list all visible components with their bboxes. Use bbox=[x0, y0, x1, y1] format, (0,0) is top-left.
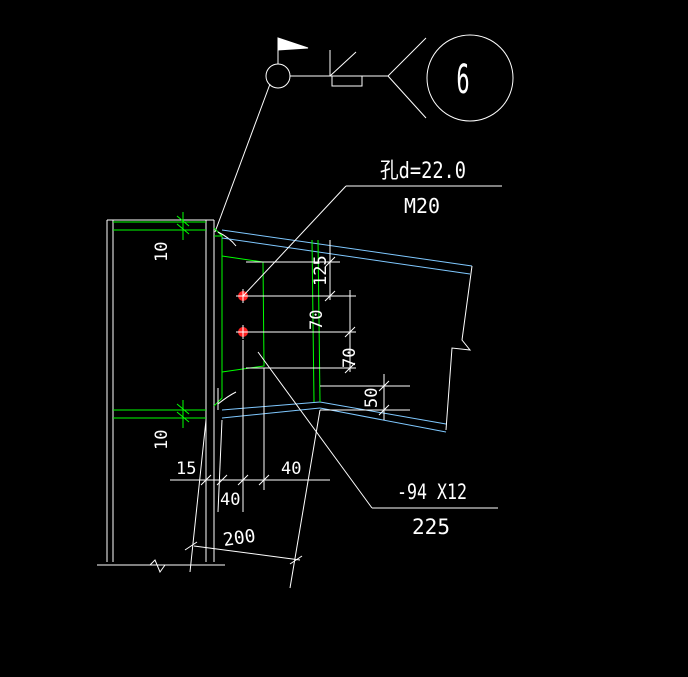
beam-break-line bbox=[445, 265, 473, 431]
beam-bottom-flange-outer bbox=[221, 407, 321, 419]
detail-number: 6 bbox=[456, 56, 469, 103]
field-weld-flag-icon bbox=[277, 37, 309, 51]
plate-length-label: 225 bbox=[412, 515, 450, 539]
beam-top-flange-outer bbox=[221, 229, 473, 267]
plate-callout bbox=[257, 351, 498, 509]
shear-plate bbox=[213, 227, 265, 407]
bolt-leader-line bbox=[242, 185, 347, 297]
backing-bar-symbol bbox=[331, 75, 363, 87]
plate-leader-line bbox=[257, 351, 373, 509]
beam-bottom-flange-inner bbox=[221, 401, 321, 411]
stiffener-plates bbox=[113, 221, 206, 419]
weld-symbol bbox=[214, 34, 514, 233]
column bbox=[97, 219, 225, 574]
dim-125: 125 bbox=[311, 255, 331, 286]
plate-size-label: -94 X12 bbox=[397, 480, 467, 504]
beam-stiffener-2 bbox=[317, 239, 321, 403]
sloped-beam bbox=[221, 229, 473, 433]
bottom-dimensions bbox=[170, 340, 330, 589]
dim-50: 50 bbox=[362, 388, 382, 408]
dim-40-right: 40 bbox=[281, 459, 301, 479]
beam-stiffener-1 bbox=[311, 239, 315, 403]
stiffener-dim-ticks bbox=[176, 212, 190, 428]
bolt-callout bbox=[242, 185, 502, 297]
bolt-icon bbox=[236, 325, 250, 339]
dim-70-lower: 70 bbox=[340, 348, 360, 368]
hole-diameter-label: 孔d=22.0 bbox=[380, 159, 466, 184]
dim-200: 200 bbox=[222, 526, 257, 551]
dim-flange-top: 10 bbox=[152, 242, 172, 262]
weld-leader-line bbox=[214, 83, 271, 233]
dim-flange-bottom: 10 bbox=[152, 430, 172, 450]
dim-40-left: 40 bbox=[220, 490, 240, 510]
dim-70-upper: 70 bbox=[307, 310, 327, 330]
detail-circle bbox=[426, 34, 514, 122]
beam-cope bbox=[217, 231, 237, 410]
bolt-size-label: M20 bbox=[404, 194, 440, 218]
beam-top-flange-inner bbox=[221, 237, 471, 275]
right-dimensions bbox=[246, 240, 410, 420]
dim-15: 15 bbox=[176, 459, 196, 479]
